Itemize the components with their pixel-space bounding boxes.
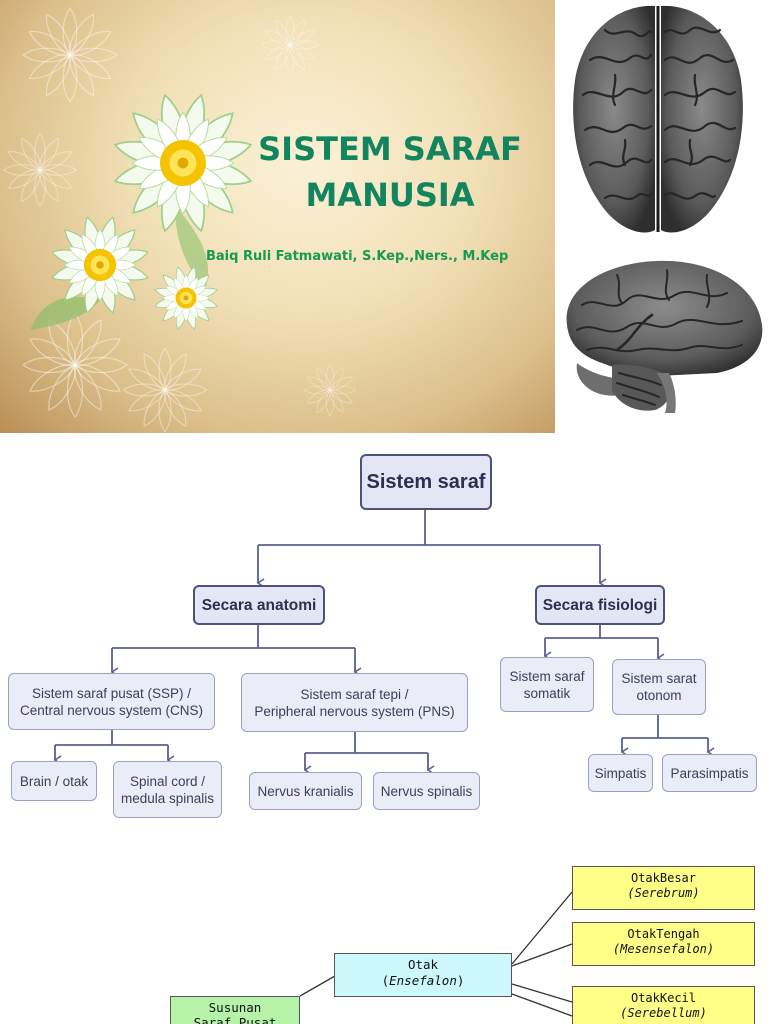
node-nervus-spinalis: Nervus spinalis bbox=[373, 772, 480, 810]
box-otak-besar: OtakBesar (Serebrum) bbox=[572, 866, 755, 910]
node-parasimpatis: Parasimpatis bbox=[662, 754, 757, 792]
node-nervus-kranialis: Nervus kranialis bbox=[249, 772, 362, 810]
title-slide: SISTEM SARAF MANUSIA Baiq Ruli Fatmawati… bbox=[0, 0, 555, 433]
node-sistem-saraf: Sistem saraf bbox=[360, 454, 492, 510]
otak-tengah-label: OtakTengah bbox=[627, 927, 700, 941]
brain-top-view-image bbox=[573, 5, 743, 233]
slide-title-line2: MANUSIA bbox=[305, 176, 475, 214]
node-simpatis: Simpatis bbox=[588, 754, 653, 792]
otak-label: Otak bbox=[407, 957, 439, 972]
mesensefalon-text: Mesensefalon bbox=[620, 942, 707, 956]
nervous-system-flowchart: Sistem saraf Secara anatomi Secara fisio… bbox=[0, 440, 768, 830]
slide-title: SISTEM SARAF MANUSIA bbox=[255, 126, 525, 218]
node-secara-fisiologi: Secara fisiologi bbox=[535, 585, 665, 625]
ensefalon-text: Ensefalon bbox=[389, 973, 457, 988]
slide-title-line1: SISTEM SARAF bbox=[258, 130, 522, 168]
node-spinal-cord: Spinal cord / medula spinalis bbox=[113, 761, 222, 818]
mesensefalon-label: (Mesensefalon) bbox=[612, 942, 715, 956]
box-otak-kecil: OtakKecil (Serebellum) bbox=[572, 986, 755, 1024]
box-susunan-saraf-pusat: Susunan Saraf Pusat bbox=[170, 996, 300, 1024]
serebellum-label: (Serebellum) bbox=[620, 1006, 707, 1020]
saraf-pusat-label: Saraf Pusat bbox=[193, 1015, 277, 1024]
serebrum-text: Serebrum bbox=[634, 886, 693, 900]
brain-side-view-image bbox=[566, 260, 763, 413]
box-otak: Otak (Ensefalon) bbox=[334, 953, 512, 997]
otak-kecil-label: OtakKecil bbox=[630, 991, 697, 1005]
brain-diagram-connectors bbox=[299, 891, 573, 1017]
node-brain-otak: Brain / otak bbox=[11, 761, 97, 801]
node-somatik: Sistem saraf somatik bbox=[500, 657, 594, 712]
ensefalon-label: (Ensefalon) bbox=[381, 973, 465, 988]
slide-author: Baiq Ruli Fatmawati, S.Kep.,Ners., M.Kep bbox=[206, 249, 509, 264]
flowchart-connectors bbox=[53, 510, 715, 775]
box-otak-tengah: OtakTengah (Mesensefalon) bbox=[572, 922, 755, 966]
serebellum-text: Serebellum bbox=[627, 1006, 700, 1020]
node-secara-anatomi: Secara anatomi bbox=[193, 585, 325, 625]
otak-besar-label: OtakBesar bbox=[630, 871, 697, 885]
brain-structure-diagram: OtakBesar (Serebrum) OtakTengah (Mesense… bbox=[0, 860, 768, 1024]
node-ssp: Sistem saraf pusat (SSP) / Central nervo… bbox=[8, 673, 215, 730]
serebrum-label: (Serebrum) bbox=[627, 886, 700, 900]
node-otonom: Sistem sarat otonom bbox=[612, 659, 706, 715]
node-sst: Sistem saraf tepi / Peripheral nervous s… bbox=[241, 673, 468, 732]
flower-decoration bbox=[0, 0, 555, 433]
susunan-label: Susunan bbox=[208, 1000, 262, 1015]
